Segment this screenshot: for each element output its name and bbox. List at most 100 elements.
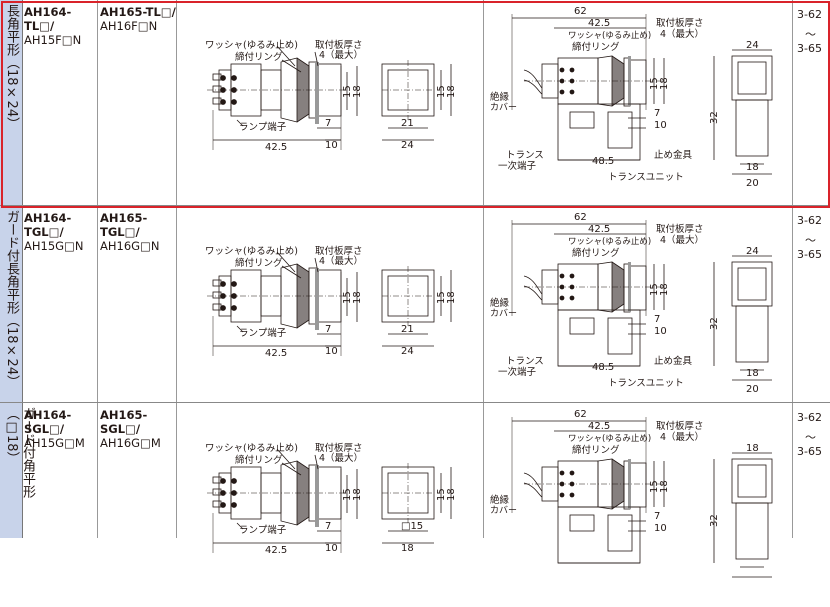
dim-front-w2: 18 [401, 543, 414, 554]
cover-label: 絶縁 [490, 297, 510, 309]
s-dim-20: 20 [746, 178, 759, 189]
part-number-b: AH165-TGL□/AH16G□N [100, 211, 160, 253]
t-ring-label: 締付リング [572, 444, 620, 456]
page-ref-top: 3-62 [797, 411, 822, 424]
s-dim-20: 20 [746, 384, 759, 395]
dim-18: 18 [352, 291, 363, 304]
page-reference-cell: 3-62 〜 3-65 [793, 403, 830, 538]
transformer-drawing: 62 42.5 ワッシャ(ゆるみ止め) 締付リング 取付板厚さ 4（最大） 15… [490, 6, 773, 189]
category-cell: ガード付長角平形（18×24） [0, 206, 23, 403]
trans-label: トランス [506, 356, 544, 367]
dimension-drawing-switch: ワッシャ(ゆるみ止め) 締付リング 取付板厚さ 4（最大） ランプ端子 42.5… [177, 0, 484, 206]
part-number-cell-b: AH165-SGL□/AH16G□M [98, 403, 177, 538]
dimension-drawing-transformer: 62 42.5 ワッシャ(ゆるみ止め) 締付リング 取付板厚さ 4（最大） 15… [484, 403, 793, 578]
dim-front-w2: 24 [401, 140, 414, 151]
dim-front-18: 18 [446, 488, 457, 501]
dimension-drawing-switch: ワッシャ(ゆるみ止め) 締付リング 取付板厚さ 4（最大） ランプ端子 42.5… [177, 206, 484, 403]
lamp-label: ランプ端子 [239, 121, 287, 133]
ring-label: 締付リング [235, 51, 283, 63]
lamp-label: ランプ端子 [239, 524, 287, 536]
cover-label: 絶縁 [490, 494, 510, 506]
part-number-a: AH164-TGL□/AH15G□N [24, 211, 84, 253]
t-dim-62: 62 [574, 409, 587, 420]
dim-front-15: 15 [436, 85, 447, 98]
dim-front-w1: □15 [401, 521, 423, 532]
t-ring-label: 締付リング [572, 41, 620, 53]
part-number-cell-a: AH164-TGL□/AH15G□N [22, 206, 98, 403]
t-plate-max-label: 4（最大） [660, 431, 704, 443]
trans-label: トランス [506, 150, 544, 161]
t-dim-62: 62 [574, 6, 587, 17]
page-reference-cell: 3-62 〜 3-65 [793, 206, 830, 403]
t-ring-label: 締付リング [572, 247, 620, 259]
dim-front-w1: 21 [401, 324, 414, 335]
washer-label: ワッシャ(ゆるみ止め) [205, 39, 298, 51]
transformer-drawing: 62 42.5 ワッシャ(ゆるみ止め) 締付リング 取付板厚さ 4（最大） 15… [490, 409, 773, 578]
page-reference-cell: 3-62 〜 3-65 [793, 0, 830, 206]
dimension-drawing-transformer: 62 42.5 ワッシャ(ゆるみ止め) 締付リング 取付板厚さ 4（最大） 15… [484, 0, 793, 206]
part-number-cell-a: AH164-TL□/AH15F□N [22, 0, 98, 206]
t-plate-max-label: 4（最大） [660, 28, 704, 40]
dim-front-w1: 21 [401, 118, 414, 129]
part-number-b: AH165-TL□/AH16F□N [100, 5, 176, 33]
t-dim-32: 32 [709, 514, 720, 527]
t-washer-label: ワッシャ(ゆるみ止め) [568, 236, 651, 247]
page-ref-top: 3-62 [797, 8, 822, 21]
washer-label: ワッシャ(ゆるみ止め) [205, 442, 298, 454]
t-washer-label: ワッシャ(ゆるみ止め) [568, 30, 651, 41]
lamp-label: ランプ端子 [239, 327, 287, 339]
dim-18: 18 [352, 85, 363, 98]
unit-label: トランスユニット [608, 172, 684, 183]
cover-label-2: カバー [490, 102, 517, 113]
cover-label-2: カバー [490, 308, 517, 319]
dim-front-18: 18 [446, 291, 457, 304]
dim-15: 15 [342, 488, 353, 501]
dim-7: 7 [325, 324, 331, 335]
switch-drawing: ワッシャ(ゆるみ止め) 締付リング 取付板厚さ 4（最大） ランプ端子 42.5… [205, 245, 457, 359]
t-dim-18: 18 [659, 77, 670, 90]
category-cell: ガード付角平形（□18） [0, 403, 35, 538]
cover-label-2: カバー [490, 505, 517, 516]
t-dim-15: 15 [649, 283, 660, 296]
dim-10: 10 [325, 140, 338, 151]
plate-label: 取付板厚さ [315, 442, 363, 454]
dim-18: 18 [352, 488, 363, 501]
t-dim-48-5: 48.5 [592, 362, 614, 373]
t-dim-7: 7 [654, 108, 660, 119]
washer-label: ワッシャ(ゆるみ止め) [205, 245, 298, 257]
row-divider [0, 205, 830, 206]
dim-10: 10 [325, 346, 338, 357]
t-plate-label: 取付板厚さ [656, 17, 704, 29]
plate-label: 取付板厚さ [315, 39, 363, 51]
part-number-cell-a: AH164-SGL□/AH15G□M [22, 403, 98, 538]
category-label: ガード付長角平形（18×24） [4, 210, 19, 389]
t-dim-15: 15 [649, 77, 660, 90]
plate-max-label: 4（最大） [319, 49, 363, 61]
dim-7: 7 [325, 521, 331, 532]
ring-label: 締付リング [235, 454, 283, 466]
t-plate-label: 取付板厚さ [656, 223, 704, 235]
page-ref-sep: 〜 [805, 28, 816, 41]
dim-42-5: 42.5 [265, 142, 287, 153]
t-dim-32: 32 [709, 317, 720, 330]
t-dim-10: 10 [654, 523, 667, 534]
t-dim-7: 7 [654, 314, 660, 325]
plate-max-label: 4（最大） [319, 452, 363, 464]
t-dim-48-5: 48.5 [592, 156, 614, 167]
row-divider [0, 402, 830, 403]
page-ref-sep: 〜 [805, 234, 816, 247]
category-label: ガード付角平形（□18） [4, 407, 35, 498]
category-cell: 長角平形（18×24） [0, 0, 23, 206]
dimension-drawing-switch: ワッシャ(ゆるみ止め) 締付リング 取付板厚さ 4（最大） ランプ端子 42.5… [177, 403, 484, 556]
category-label: 長角平形（18×24） [4, 4, 19, 131]
dim-42-5: 42.5 [265, 348, 287, 359]
part-number-cell-b: AH165-TL□/AH16F□N [98, 0, 177, 206]
t-dim-62: 62 [574, 212, 587, 223]
s-dim-24: 18 [746, 443, 759, 454]
t-dim-42-5: 42.5 [588, 18, 610, 29]
part-number-cell-b: AH165-TGL□/AH16G□N [98, 206, 177, 403]
product-row: ガード付長角平形（18×24） AH164-TGL□/AH15G□N AH165… [0, 206, 830, 403]
t-dim-42-5: 42.5 [588, 224, 610, 235]
trans-label-2: 一次端子 [498, 366, 537, 378]
t-dim-10: 10 [654, 120, 667, 131]
